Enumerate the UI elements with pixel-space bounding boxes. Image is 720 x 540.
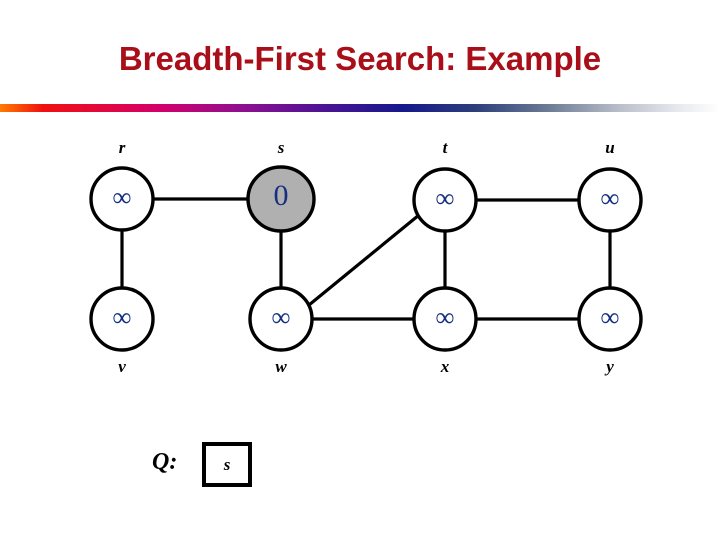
page-title: Breadth-First Search: Example [118, 40, 602, 77]
graph-node-value-x: ∞ [435, 302, 455, 332]
gradient-divider [0, 104, 720, 112]
graph-node-t[interactable] [412, 167, 478, 233]
graph-node-u[interactable] [577, 167, 643, 233]
graph-node-label-r: r [118, 138, 126, 157]
graph-nodes [89, 165, 643, 352]
graph-node-value-v: ∞ [112, 302, 132, 332]
queue-label: Q: [152, 449, 178, 475]
graph-node-v[interactable] [89, 286, 155, 352]
graph-node-r[interactable] [89, 166, 155, 232]
graph-node-value-y: ∞ [600, 302, 620, 332]
graph-node-label-t: t [442, 138, 448, 157]
graph-node-label-v: v [118, 357, 126, 376]
graph-node-label-u: u [605, 138, 615, 157]
graph-edge-w-t [307, 213, 421, 307]
queue-box: s [202, 442, 252, 487]
graph-node-x[interactable] [412, 286, 478, 352]
graph-node-label-x: x [440, 357, 450, 376]
graph-node-value-s: 0 [273, 179, 289, 212]
graph-node-value-u: ∞ [600, 183, 620, 213]
graph-edges [120, 197, 612, 321]
graph-node-value-t: ∞ [435, 183, 455, 213]
graph-node-y[interactable] [577, 286, 643, 352]
graph-node-value-w: ∞ [271, 302, 291, 332]
graph-node-w[interactable] [248, 286, 314, 352]
graph-node-label-w: w [275, 357, 287, 376]
graph-node-label-s: s [277, 138, 285, 157]
graph-node-s[interactable] [246, 165, 316, 233]
graph-node-label-y: y [606, 357, 614, 376]
queue-item: s [223, 454, 231, 474]
graph-node-value-r: ∞ [112, 182, 132, 212]
